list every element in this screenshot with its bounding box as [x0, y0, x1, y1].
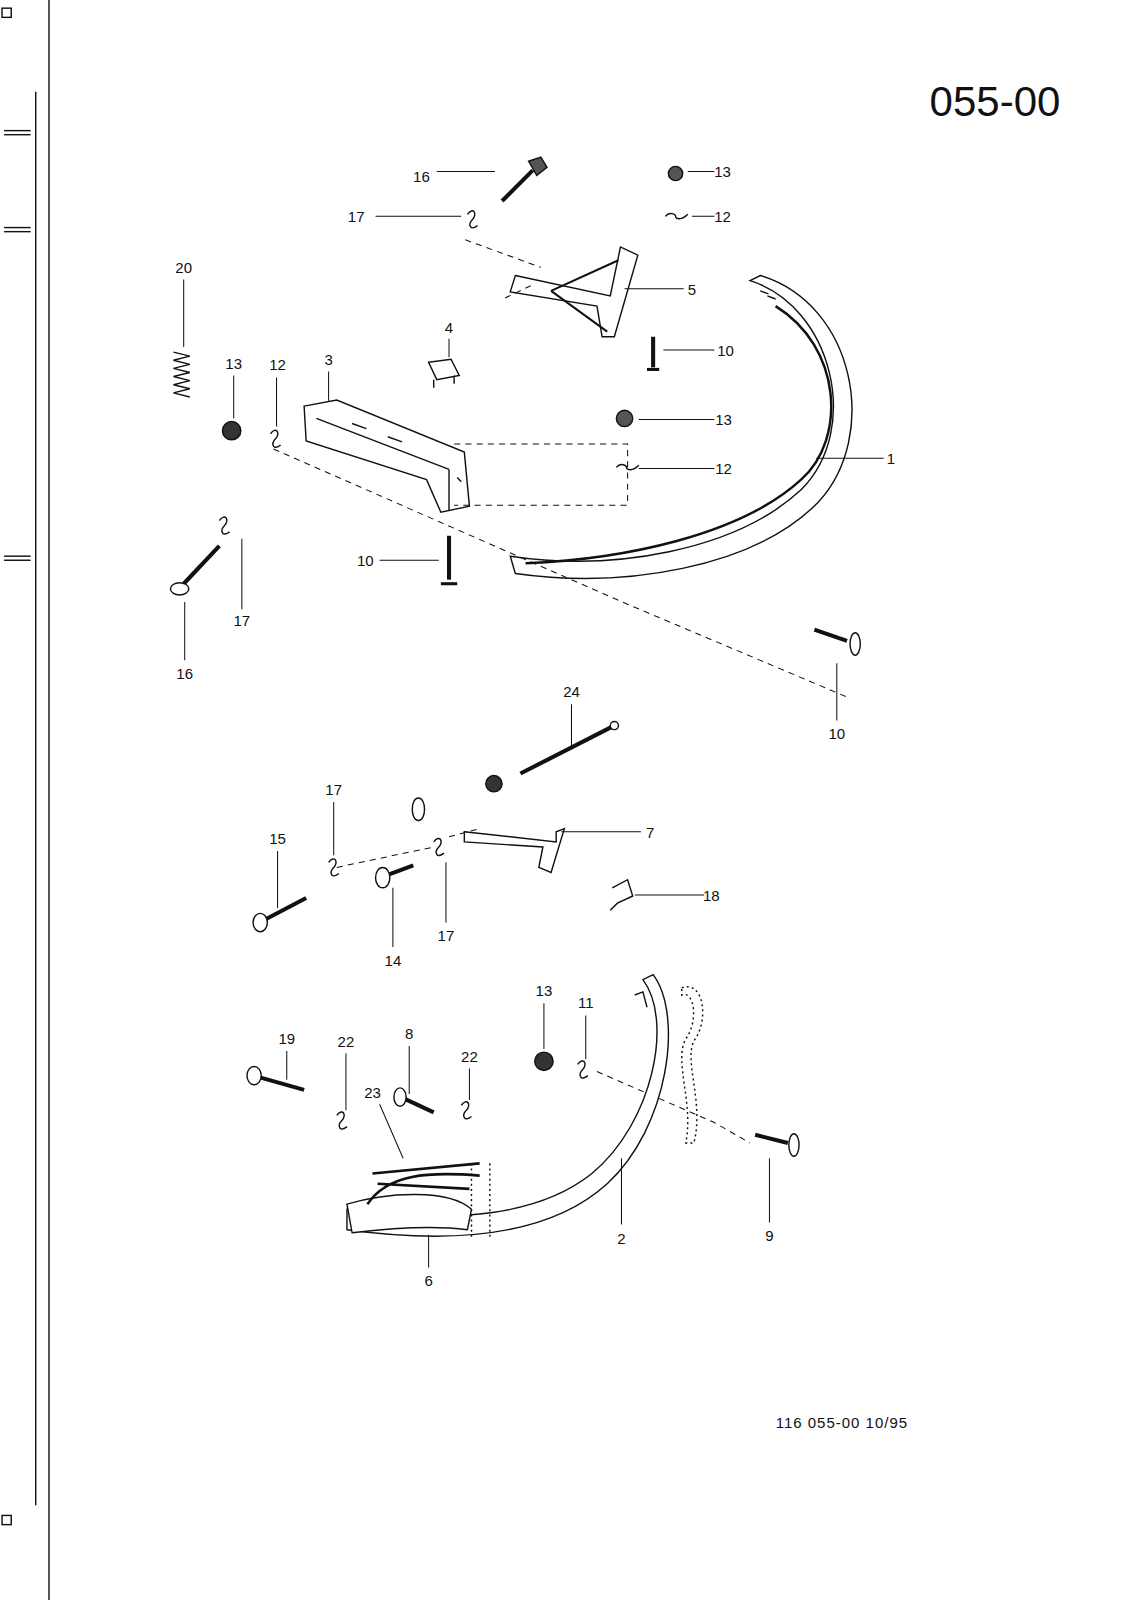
callout-number: 13	[715, 412, 732, 427]
callout-number: 12	[715, 461, 732, 476]
callout-number: 9	[765, 1227, 773, 1242]
callout-number: 17	[325, 781, 342, 796]
callout-number: 24	[563, 683, 580, 698]
callout-number: 20	[175, 260, 192, 275]
callout-number: 15	[269, 830, 286, 845]
callout-number: 16	[413, 168, 430, 183]
callout-number: 13	[536, 982, 553, 997]
callout-number: 12	[269, 357, 286, 372]
callout-number: 5	[688, 281, 696, 296]
callout-number: 17	[234, 613, 251, 628]
callout-number: 13	[225, 356, 242, 371]
drawing-reference: 116 055-00 10/95	[776, 1414, 909, 1429]
callout-number: 7	[646, 824, 654, 839]
callout-number: 13	[714, 164, 731, 179]
callout-number: 10	[357, 553, 374, 568]
callout-number: 4	[445, 319, 453, 334]
callout-number: 10	[828, 725, 845, 740]
callout-number: 22	[461, 1049, 478, 1064]
callout-number: 11	[578, 995, 594, 1010]
callout-number: 1	[887, 451, 895, 466]
callout-number: 23	[364, 1084, 381, 1099]
callout-number: 2	[617, 1230, 625, 1245]
callout-number: 8	[405, 1025, 413, 1040]
callout-number: 10	[717, 343, 734, 358]
callout-number: 6	[424, 1272, 432, 1287]
page-title: 055-00	[930, 81, 1061, 123]
callout-number: 3	[324, 352, 332, 367]
callout-number: 17	[438, 927, 455, 942]
callout-number: 22	[338, 1033, 355, 1048]
callout-number: 16	[176, 665, 193, 680]
callout-number: 14	[385, 953, 402, 968]
callout-number: 17	[348, 209, 365, 224]
callout-number: 18	[703, 887, 720, 902]
callout-number: 12	[714, 209, 731, 224]
callout-number: 19	[278, 1030, 295, 1045]
